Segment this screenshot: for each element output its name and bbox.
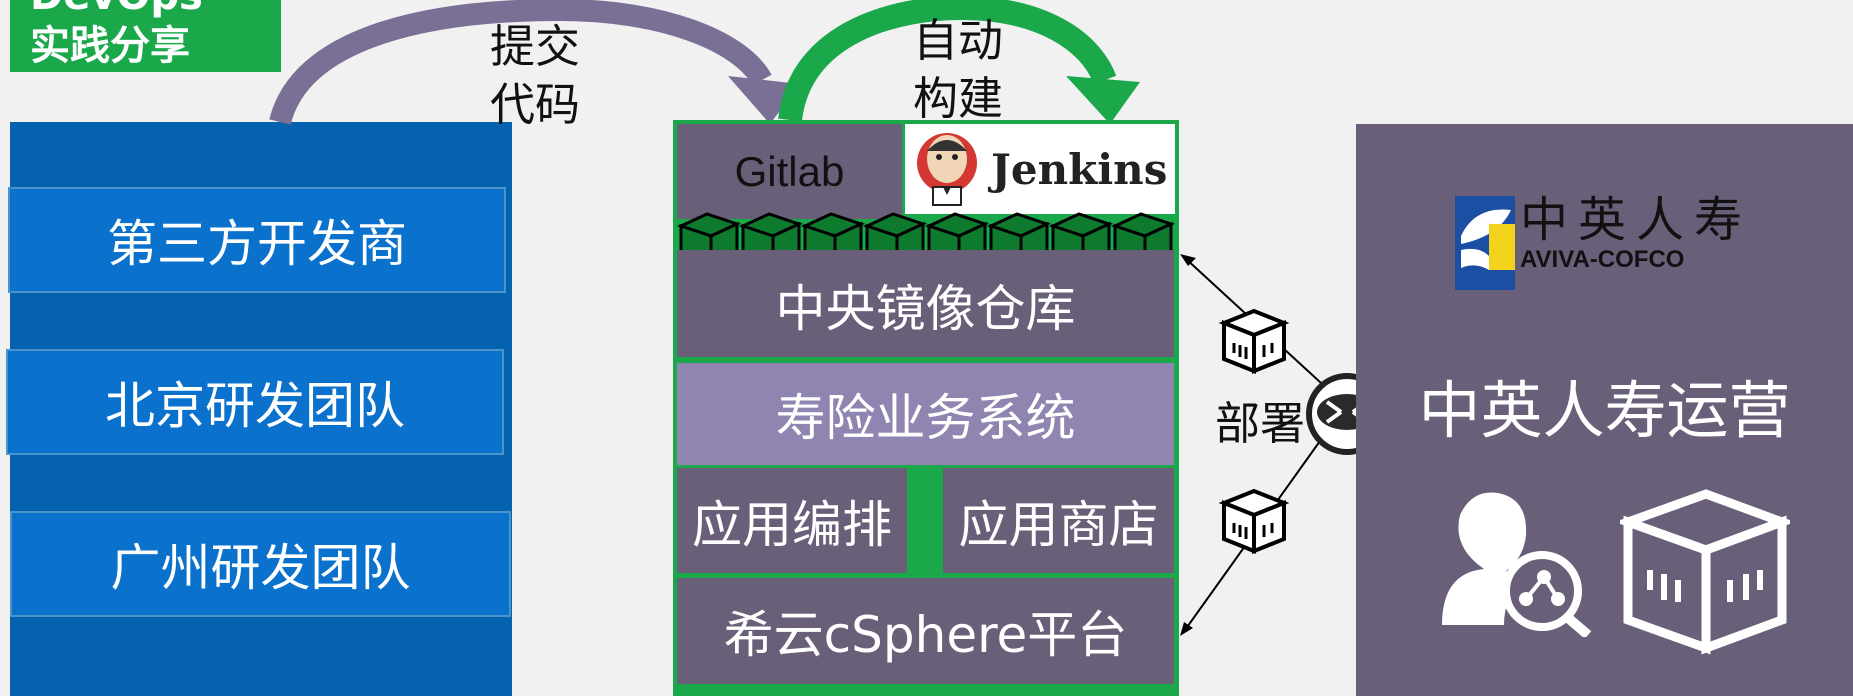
commit-arrow [269,0,772,126]
team-label: 第三方开发商 [107,215,407,273]
app-store-box: 应用商店 [943,468,1174,573]
team-label: 广州研发团队 [110,539,411,597]
team-label: 北京研发团队 [105,377,405,435]
container-cube-icon [1620,489,1790,655]
badge-line-1: DevOps [30,0,281,20]
gitlab-label: Gitlab [734,147,845,195]
jenkins-box: Jenkins [905,124,1175,214]
jenkins-butler-icon [917,133,977,206]
app-store-label: 应用商店 [958,495,1159,554]
logo-en: AVIVA-COFCO [1520,246,1685,273]
gitlab-box: Gitlab [677,124,902,219]
platform-box: 希云cSphere平台 [677,578,1174,684]
business-system-box: 寿险业务系统 [677,363,1174,465]
deploy-arrowhead-down [1180,622,1193,636]
build-caption: 自动 构建 [903,12,1013,128]
commit-arrowhead [728,76,800,124]
image-repo-label: 中央镜像仓库 [775,280,1076,338]
build-caption-line2: 构建 [912,72,1003,125]
jenkins-label: Jenkins [991,144,1168,194]
logo-text: 中英人寿 AVIVA-COFCO [1520,192,1752,274]
deploy-cube-icon [1218,308,1290,374]
logo-cn: 中英人寿 [1520,192,1753,248]
commit-caption-line1: 提交 [489,20,580,73]
commit-caption-line2: 代码 [489,78,580,131]
image-repo-box: 中央镜像仓库 [677,250,1174,357]
team-box-beijing: 北京研发团队 [6,349,504,455]
commit-caption: 提交 代码 [480,18,590,134]
app-orchestration-label: 应用编排 [692,495,892,554]
user-analytics-icon [1442,492,1592,637]
deploy-cube-icon [1218,488,1290,554]
operations-panel [1356,124,1853,696]
build-arrow [778,0,1117,122]
platform-label: 希云cSphere平台 [723,606,1128,664]
build-arrowhead [1066,76,1140,124]
operations-title: 中英人寿运营 [1418,374,1791,447]
badge-line-2: 实践分享 [30,23,190,69]
aviva-logo-icon [1455,196,1515,290]
app-orchestration-box: 应用编排 [677,468,907,573]
team-box-third-party: 第三方开发商 [8,187,506,293]
build-caption-line1: 自动 [912,14,1003,67]
business-system-label: 寿险业务系统 [775,389,1076,447]
team-box-guangzhou: 广州研发团队 [10,511,511,617]
deploy-caption: 部署 [1214,397,1305,450]
title-badge: DevOps 实践分享 [10,0,281,72]
deploy-arrowhead-up [1180,254,1196,266]
